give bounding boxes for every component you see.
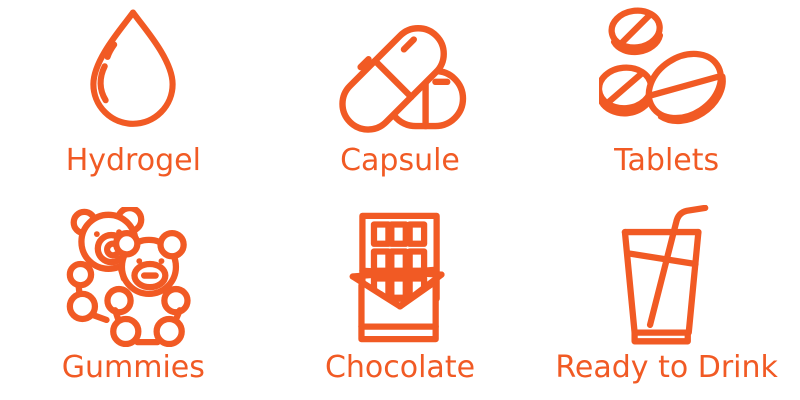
format-label: Chocolate: [324, 350, 476, 385]
format-tile-tablets: Tablets: [533, 0, 800, 200]
format-label: Tablets: [614, 143, 720, 178]
format-tile-hydrogel: Hydrogel: [0, 0, 267, 200]
format-tile-capsule: Capsule: [267, 0, 534, 200]
format-label: Ready to Drink: [555, 350, 778, 385]
droplet-icon: [67, 0, 199, 142]
capsule-icon: [331, 0, 469, 142]
gummy-bears-icon: [66, 205, 201, 349]
chocolate-bar-icon: [347, 205, 453, 349]
format-tile-chocolate: Chocolate: [267, 200, 534, 400]
format-label: Gummies: [61, 350, 205, 385]
format-tile-ready-to-drink: Ready to Drink: [533, 200, 800, 400]
drink-glass-icon: [618, 204, 715, 349]
tablets-icon: [599, 0, 734, 142]
format-tile-gummies: Gummies: [0, 200, 267, 400]
format-label: Capsule: [340, 143, 460, 178]
format-label: Hydrogel: [65, 143, 201, 178]
